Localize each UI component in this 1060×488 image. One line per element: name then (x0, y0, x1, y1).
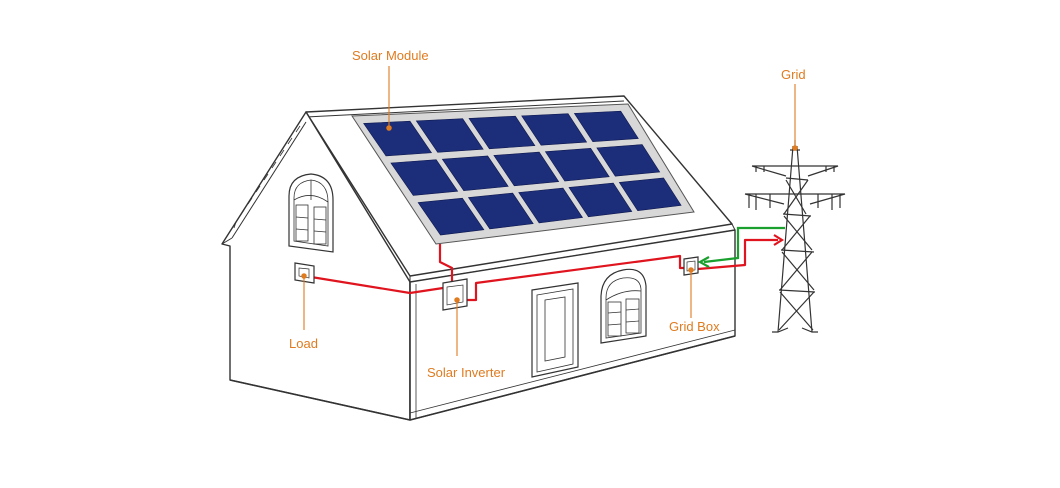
solar-cell (467, 192, 534, 230)
solar-cell (544, 148, 610, 182)
label-grid: Grid (781, 67, 806, 82)
label-grid-box: Grid Box (669, 319, 720, 334)
house-door (531, 282, 579, 378)
label-load: Load (289, 336, 318, 351)
label-leaders (301, 66, 798, 356)
export-cable (703, 226, 785, 264)
solar-cell (596, 144, 661, 177)
solar-cell (363, 120, 433, 157)
export-arrowhead (697, 256, 710, 268)
gable-window (288, 173, 334, 253)
power-tower-icon (744, 140, 846, 333)
grid-to-gridbox-cable (697, 238, 778, 271)
label-solar-inverter: Solar Inverter (427, 365, 506, 380)
solar-cell (390, 159, 459, 196)
solar-cell (441, 155, 509, 191)
ac-wiring (304, 238, 778, 302)
solar-cell (573, 110, 639, 142)
solar-cell (521, 113, 588, 146)
grid-export-wiring (697, 226, 785, 268)
inverter-icon (442, 278, 468, 311)
panel-to-inverter-cable (438, 244, 454, 292)
grid-box-icon (683, 256, 699, 276)
solar-cell (493, 151, 560, 187)
load-to-inverter-cable (304, 274, 444, 295)
label-solar-module: Solar Module (352, 48, 429, 63)
inverter-to-gridbox-cable (467, 254, 686, 302)
wall-window (600, 268, 647, 344)
solar-cell (618, 177, 682, 212)
solar-cells (363, 110, 682, 236)
solar-panel-icon (351, 103, 695, 245)
solar-cell (568, 182, 633, 218)
solar-cell (468, 115, 536, 150)
solar-cell (415, 118, 484, 153)
import-arrowhead (773, 234, 785, 246)
solar-cell (417, 197, 485, 236)
solar-cell (518, 187, 584, 224)
